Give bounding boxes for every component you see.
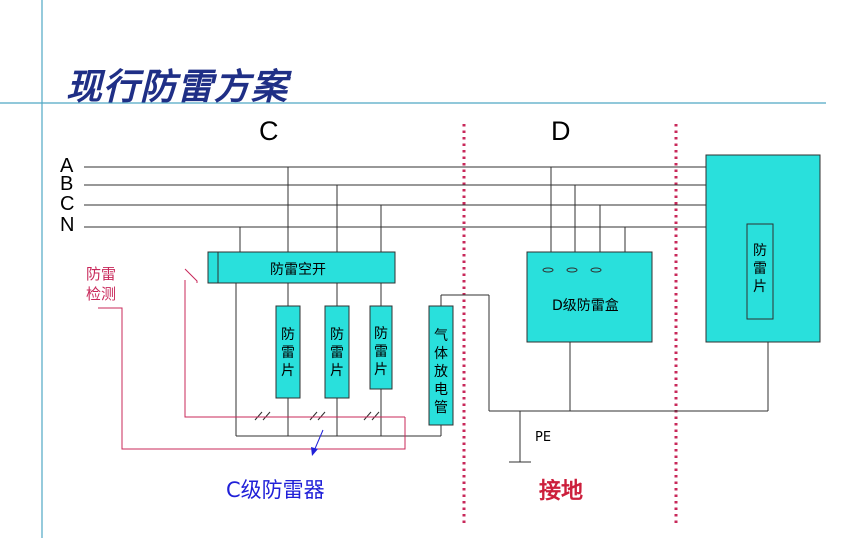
breaker-label: 防雷空开	[270, 262, 326, 278]
right-inner-label: 防雷片	[753, 243, 767, 295]
detect-loop-outer	[98, 307, 406, 450]
line-label-b: B	[60, 173, 74, 195]
pe-label: PE	[535, 430, 552, 445]
line-label-n: N	[60, 214, 75, 236]
d-box	[526, 251, 653, 343]
arrester-1	[275, 305, 301, 399]
c-level-arrow-head	[311, 447, 318, 456]
detect-loop-inner	[184, 280, 405, 418]
d-box-label: D级防雷盒	[552, 298, 619, 314]
breaker-switches	[254, 411, 380, 421]
c-level-arrow-shaft	[313, 429, 324, 452]
breaker-box	[207, 251, 396, 284]
d-box-indicators	[542, 267, 602, 273]
c-level-label: C级防雷器	[226, 478, 325, 502]
ground-label: 接地	[539, 479, 584, 504]
slide-title: 现行防雷方案	[66, 66, 289, 108]
line-label-a: A	[60, 155, 74, 177]
arrester-label-3: 防雷片	[374, 326, 388, 378]
line-label-c: C	[60, 193, 75, 215]
arrester-2	[324, 305, 350, 399]
detect-connector	[184, 268, 198, 283]
arrester-label-1: 防雷片	[281, 327, 295, 379]
detect-label-line-2: 检测	[86, 285, 117, 303]
right-inner-box	[746, 223, 774, 320]
section-d-label: D	[551, 116, 571, 146]
gas-tube-box	[428, 305, 454, 426]
arrester-3	[369, 305, 393, 390]
gas-tube-label: 气体放电管	[434, 328, 448, 416]
arrester-label-2: 防雷片	[330, 327, 344, 379]
section-c-label: C	[259, 116, 279, 146]
detect-label-line-1: 防雷	[86, 265, 117, 283]
